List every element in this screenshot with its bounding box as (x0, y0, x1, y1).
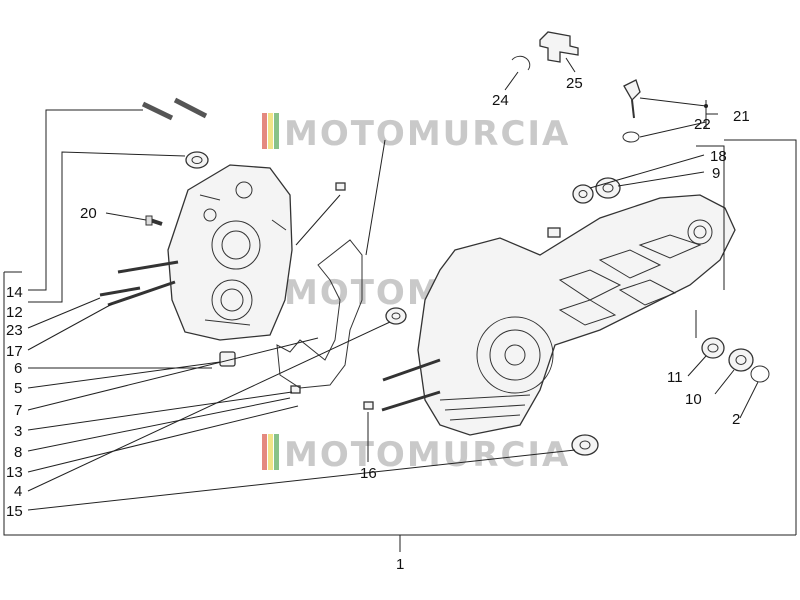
callout-18: 18 (710, 148, 727, 165)
callout-14: 14 (6, 284, 23, 301)
watermark-bottom: MOTOMURCIA (262, 434, 570, 475)
studs-right (381, 358, 441, 412)
o-ring-part-22 (622, 131, 640, 143)
callout-17: 17 (6, 343, 23, 360)
callout-2: 2 (732, 411, 740, 428)
callout-16: 16 (360, 465, 377, 482)
callout-23: 23 (6, 322, 23, 339)
callout-25: 25 (566, 75, 583, 92)
callout-13: 13 (6, 464, 23, 481)
callout-12: 12 (6, 304, 23, 321)
watermark-text: MOTOMURCIA (284, 435, 570, 475)
circlip-part-2 (750, 365, 770, 383)
right-crankcase-half (417, 194, 736, 436)
callout-21: 21 (733, 108, 750, 125)
circlip-part-24 (511, 55, 531, 71)
callout-20: 20 (80, 205, 97, 222)
oil-seal-part-12 (185, 151, 209, 169)
gasket-part-8 (276, 239, 363, 389)
callout-3: 3 (14, 423, 22, 440)
callout-5: 5 (14, 380, 22, 397)
callout-6: 6 (14, 360, 22, 377)
leader-lines (3, 57, 797, 552)
callout-4: 4 (14, 483, 22, 500)
pin-part-16 (547, 227, 561, 238)
bearing-part-18 (572, 184, 594, 204)
callout-1: 1 (396, 556, 404, 573)
dipstick-part-21 (623, 79, 641, 119)
callout-8: 8 (14, 444, 22, 461)
left-crankcase-half (167, 164, 293, 341)
screw-part-20 (145, 215, 163, 226)
callout-22: 22 (694, 116, 711, 133)
oil-seal-part-15 (571, 434, 599, 456)
oil-seal-part-4 (385, 307, 407, 325)
callout-10: 10 (685, 391, 702, 408)
callout-15: 15 (6, 503, 23, 520)
bearing-part-9 (595, 177, 621, 199)
watermark-text: MOTOMURCIA (284, 114, 570, 154)
bracket-dot (704, 104, 708, 108)
stud-bolts-part-14 (141, 97, 208, 121)
watermark-top: MOTOMURCIA (262, 113, 570, 154)
callout-7: 7 (14, 402, 22, 419)
callout-24: 24 (492, 92, 509, 109)
bearing-part-10 (728, 348, 754, 372)
dowel-pins (290, 182, 374, 410)
callout-9: 9 (712, 165, 720, 182)
bracket-part-25 (539, 31, 579, 63)
studs-left (99, 260, 179, 307)
callout-11: 11 (667, 369, 683, 386)
callout-labels: 14 12 23 17 6 5 7 3 8 13 4 15 20 16 24 2… (6, 75, 750, 573)
bearing-part-11 (701, 337, 725, 359)
